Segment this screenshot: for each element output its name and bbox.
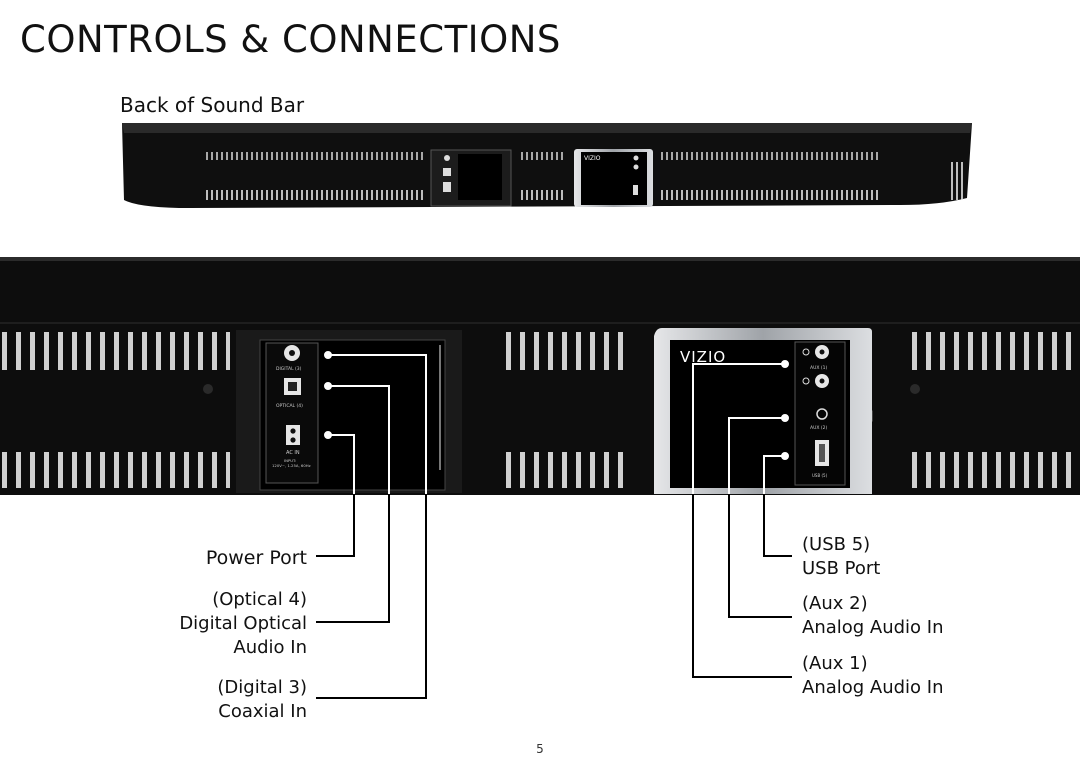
usb-callout-line	[763, 494, 792, 557]
power-port-callout: Power Port	[206, 546, 307, 570]
optical-callout-line	[316, 494, 390, 623]
digital-callout-line	[316, 494, 427, 699]
page-title: CONTROLS & CONNECTIONS	[20, 18, 561, 61]
ac-rating-line1: INPUT:	[284, 458, 296, 463]
ac-rating-line2: 120V~, 1.25A, 60Hz	[272, 463, 311, 468]
aux1-label-line2: Analog Audio In	[802, 677, 944, 698]
digital-label-line2: Coaxial In	[218, 701, 307, 722]
aux1-port-label: AUX (1)	[810, 365, 828, 371]
aux1-label-line1: (Aux 1)	[802, 653, 868, 674]
digital-label-line1: (Digital 3)	[217, 677, 307, 698]
section-subtitle: Back of Sound Bar	[120, 93, 305, 117]
page-number: 5	[536, 742, 544, 756]
aux1-callout-line	[692, 494, 792, 678]
overview-logo: VIZIO	[584, 155, 601, 162]
optical-label-line1: (Optical 4)	[212, 589, 307, 610]
ac-in-label: AC IN	[286, 450, 300, 456]
soundbar-detail: DIGITAL (3) OPTICAL (4) AC IN INPUT: 120…	[0, 257, 1080, 495]
usb-label-line1: (USB 5)	[802, 534, 871, 555]
usb-callout: (USB 5) USB Port	[802, 533, 880, 581]
aux2-callout: (Aux 2) Analog Audio In	[802, 592, 944, 640]
digital-port-label: DIGITAL (3)	[276, 366, 302, 372]
usb-port-label: USB (5)	[812, 473, 828, 478]
optical-label-line2: Digital Optical	[179, 613, 307, 634]
vizio-logo: VIZIO	[680, 348, 726, 366]
aux2-callout-line	[728, 494, 792, 618]
aux2-port-label: AUX (2)	[810, 425, 828, 431]
aux2-label-line1: (Aux 2)	[802, 593, 868, 614]
optical-callout: (Optical 4) Digital Optical Audio In	[179, 588, 307, 660]
aux2-label-line2: Analog Audio In	[802, 617, 944, 638]
usb-label-line2: USB Port	[802, 558, 881, 579]
aux1-callout: (Aux 1) Analog Audio In	[802, 652, 944, 700]
soundbar-overview: VIZIO	[122, 123, 972, 208]
digital-callout: (Digital 3) Coaxial In	[217, 676, 307, 724]
optical-port-label: OPTICAL (4)	[276, 403, 303, 409]
callout-lines	[316, 351, 792, 699]
power-port-label: Power Port	[205, 547, 307, 569]
optical-label-line3: Audio In	[233, 637, 307, 658]
power-callout-line	[316, 494, 355, 557]
